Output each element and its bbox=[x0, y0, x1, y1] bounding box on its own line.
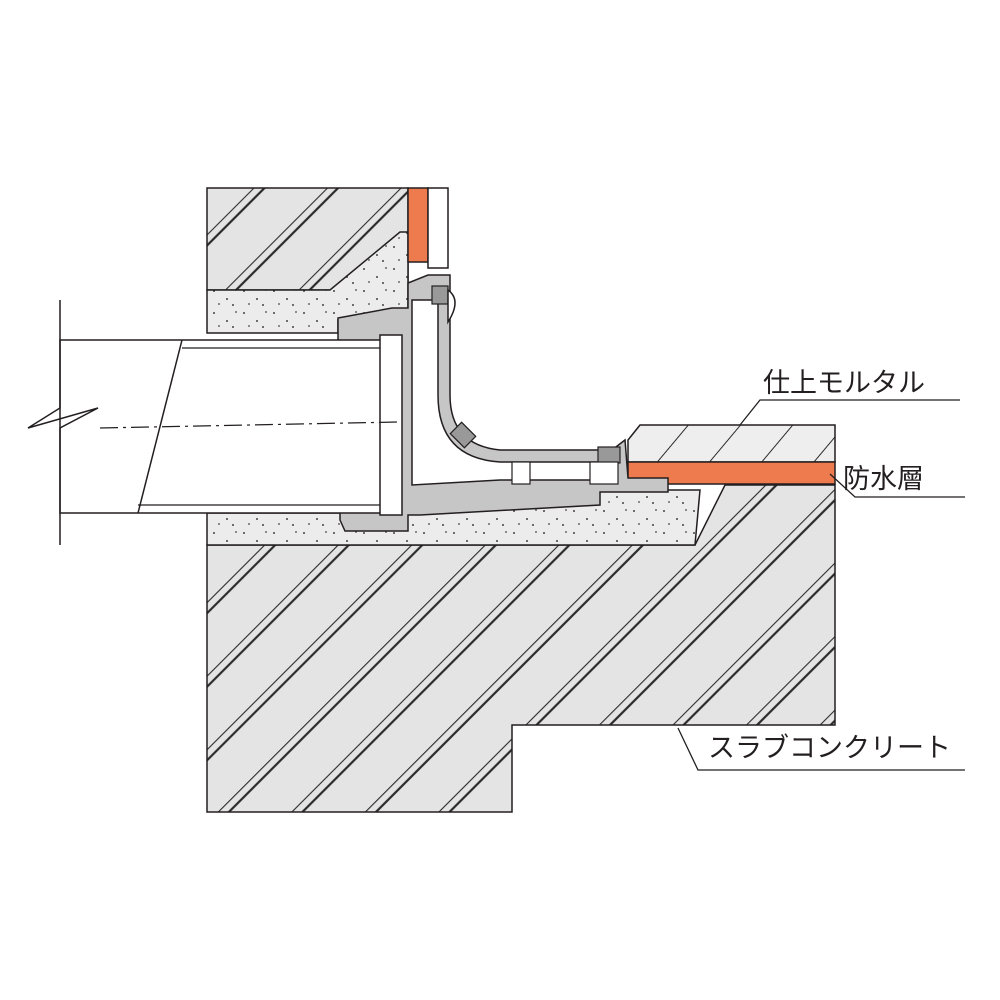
label-finish-mortar: 仕上モルタル bbox=[763, 368, 925, 399]
pipe-socket bbox=[379, 334, 403, 516]
finish-mortar bbox=[627, 424, 836, 463]
leader-slab-concrete bbox=[677, 727, 965, 771]
clamp-icon bbox=[511, 446, 621, 485]
break-line bbox=[27, 300, 99, 545]
label-slab-concrete: スラブコンクリート bbox=[708, 733, 951, 764]
drain-pipe bbox=[59, 339, 401, 514]
leader-finish-mortar bbox=[739, 399, 960, 426]
seal-plug-icon bbox=[449, 421, 477, 449]
flange-bolt-icon bbox=[431, 285, 456, 325]
wall-finish-strip bbox=[427, 187, 449, 269]
waterproof-layer-vertical bbox=[407, 187, 429, 263]
leader-waterproof-layer bbox=[829, 473, 965, 498]
pipe-centerline bbox=[99, 421, 399, 429]
pipe-bevel-edge bbox=[137, 339, 183, 514]
slab-concrete bbox=[206, 484, 836, 813]
label-waterproof-layer: 防水層 bbox=[843, 464, 924, 495]
